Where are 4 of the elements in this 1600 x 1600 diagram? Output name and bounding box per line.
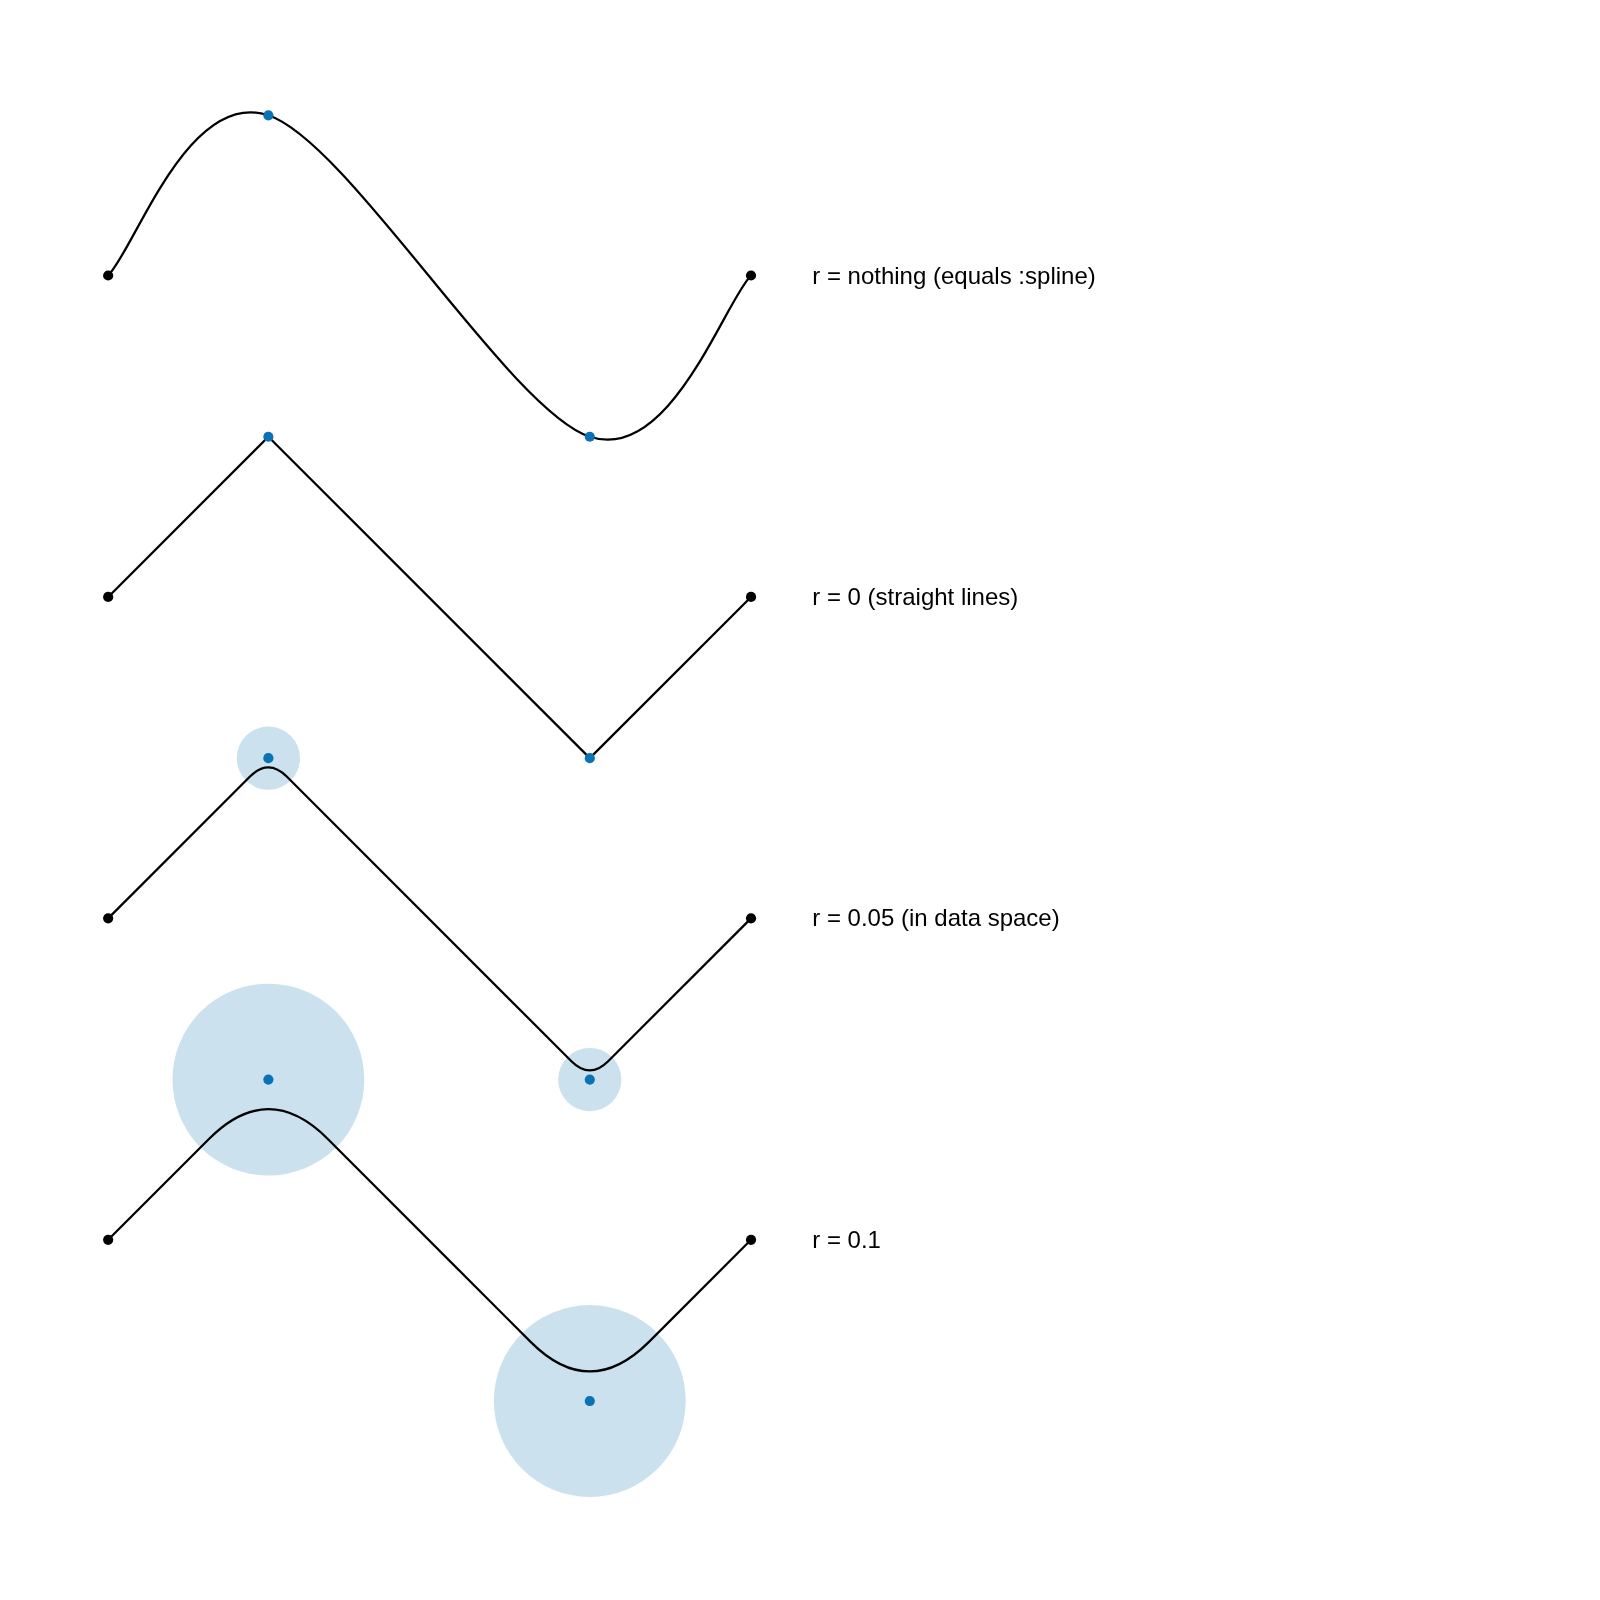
curve-label: r = 0.1 xyxy=(812,1227,881,1252)
curve-label: r = 0 (straight lines) xyxy=(812,584,1019,609)
curve-label: r = 0.05 (in data space) xyxy=(812,906,1060,931)
curve-label: r = nothing (equals :spline) xyxy=(812,263,1096,288)
